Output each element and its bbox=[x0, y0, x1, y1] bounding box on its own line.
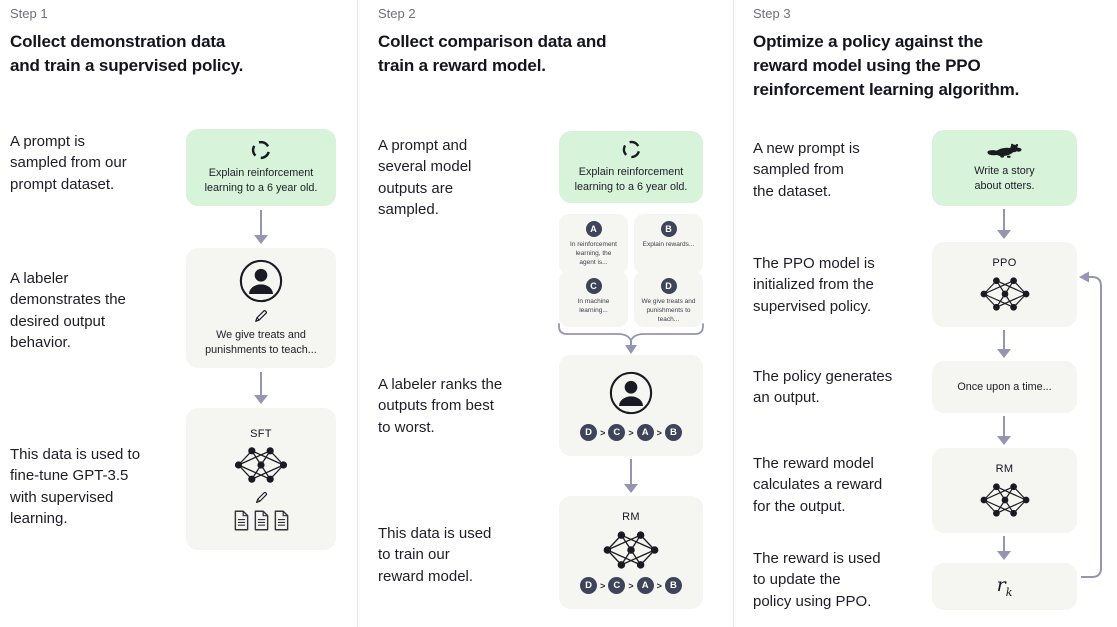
column-divider bbox=[733, 0, 734, 627]
down-arrow-icon bbox=[253, 210, 269, 244]
step-2-ranker-label: A labeler ranks the outputs from best to… bbox=[378, 376, 503, 436]
pencil-icon bbox=[254, 490, 269, 505]
pencil-icon bbox=[253, 308, 269, 324]
output-badge-b: B bbox=[660, 221, 677, 237]
network-icon bbox=[234, 445, 288, 485]
output-text-b: Explain rewards... bbox=[642, 241, 695, 248]
output-text-a: In reinforcement learning, the agent is.… bbox=[570, 241, 617, 266]
output-text-d: We give treats and punishments to teach.… bbox=[641, 298, 696, 323]
labeler-demo-text: We give treats and punishments to teach.… bbox=[205, 329, 317, 356]
step-3-label: Step 3 bbox=[753, 6, 791, 21]
network-icon bbox=[603, 529, 659, 571]
rank-badge: D bbox=[580, 577, 598, 594]
rm-title: RM bbox=[995, 462, 1014, 475]
sample-icon bbox=[250, 139, 272, 161]
rank-badge: B bbox=[664, 424, 682, 441]
reward-model-box: RM bbox=[932, 448, 1077, 533]
step-3-reward-label: The reward model calculates a reward for… bbox=[753, 455, 883, 515]
sft-model-box: SFT bbox=[186, 408, 336, 550]
step-2-title: Collect comparison data and train a rewa… bbox=[378, 32, 607, 76]
step-3-init-label: The PPO model is initialized from the su… bbox=[753, 255, 875, 315]
rank-badge: A bbox=[636, 577, 654, 594]
rank-badge: D bbox=[580, 424, 598, 441]
down-arrow-icon bbox=[996, 416, 1012, 445]
otter-icon bbox=[986, 142, 1024, 159]
step-3-prompt-label: A new prompt is sampled from the dataset… bbox=[753, 140, 860, 200]
rank-badge: C bbox=[608, 577, 626, 594]
network-icon bbox=[980, 481, 1030, 519]
prompt-text: Explain reinforcement learning to a 6 ye… bbox=[204, 167, 318, 194]
output-text-c: In machine learning... bbox=[577, 298, 610, 314]
labeler-icon bbox=[238, 258, 284, 304]
output-badge-d: D bbox=[660, 278, 677, 294]
rank-separator: > bbox=[656, 580, 662, 591]
step-2-label: Step 2 bbox=[378, 6, 416, 21]
down-arrow-icon bbox=[996, 209, 1012, 239]
step-1-labeler-box: We give treats and punishments to teach.… bbox=[186, 248, 336, 368]
step-3-title: Optimize a policy against the reward mod… bbox=[753, 32, 1020, 100]
feedback-loop-arrow bbox=[1079, 271, 1102, 578]
policy-output-box: Once upon a time... bbox=[932, 361, 1077, 413]
step-2-prompt-box: Explain reinforcement learning to a 6 ye… bbox=[559, 131, 703, 203]
document-icon bbox=[233, 510, 250, 531]
output-card-a: A In reinforcement learning, the agent i… bbox=[559, 214, 628, 274]
rm-title: RM bbox=[622, 511, 640, 523]
network-icon bbox=[980, 275, 1030, 313]
step-1-labeler-label: A labeler demonstrates the desired outpu… bbox=[10, 270, 126, 352]
rank-badge: B bbox=[664, 577, 682, 594]
rank-separator: > bbox=[628, 427, 634, 438]
step-3-prompt-box: Write a story about otters. bbox=[932, 130, 1077, 206]
rank-separator: > bbox=[600, 580, 606, 591]
step-3-update-label: The reward is used to update the policy … bbox=[753, 550, 881, 610]
ranking-order: D > C > A > B bbox=[580, 424, 682, 441]
step-1-finetune-label: This data is used to fine-tune GPT-3.5 w… bbox=[10, 446, 141, 528]
down-arrow-icon bbox=[253, 372, 269, 404]
rank-separator: > bbox=[656, 427, 662, 438]
step-1-label: Step 1 bbox=[10, 6, 48, 21]
sft-title: SFT bbox=[250, 427, 272, 440]
output-badge-a: A bbox=[585, 221, 602, 237]
step-1-prompt-box: Explain reinforcement learning to a 6 ye… bbox=[186, 129, 336, 206]
sample-icon bbox=[621, 139, 642, 160]
document-icon bbox=[253, 510, 270, 531]
ranking-box: D > C > A > B bbox=[559, 355, 703, 456]
documents-icon bbox=[233, 510, 290, 531]
ranking-order: D > C > A > B bbox=[580, 577, 682, 594]
column-divider bbox=[357, 0, 358, 627]
ppo-model-box: PPO bbox=[932, 242, 1077, 327]
prompt-text: Write a story about otters. bbox=[974, 165, 1035, 192]
merge-brace-icon bbox=[558, 323, 704, 354]
step-2-train-label: This data is used to train our reward mo… bbox=[378, 525, 492, 585]
step-2-prompt-label: A prompt and several model outputs are s… bbox=[378, 137, 472, 219]
reward-model-box: RM D > C > A > B bbox=[559, 496, 703, 609]
labeler-icon bbox=[608, 370, 654, 416]
reward-value: rk bbox=[996, 574, 1013, 599]
policy-output-text: Once upon a time... bbox=[957, 380, 1052, 393]
step-3-generate-label: The policy generates an output. bbox=[753, 368, 893, 407]
rank-separator: > bbox=[600, 427, 606, 438]
down-arrow-icon bbox=[623, 459, 639, 493]
step-1-title: Collect demonstration data and train a s… bbox=[10, 32, 244, 76]
step-1-prompt-label: A prompt is sampled from our prompt data… bbox=[10, 133, 127, 193]
rank-badge: A bbox=[636, 424, 654, 441]
output-badge-c: C bbox=[585, 278, 602, 294]
rank-separator: > bbox=[628, 580, 634, 591]
rank-badge: C bbox=[608, 424, 626, 441]
output-card-c: C In machine learning... bbox=[559, 271, 628, 327]
output-card-d: D We give treats and punishments to teac… bbox=[634, 271, 703, 327]
down-arrow-icon bbox=[996, 330, 1012, 358]
reward-value-box: rk bbox=[932, 563, 1077, 610]
prompt-text: Explain reinforcement learning to a 6 ye… bbox=[574, 166, 688, 193]
ppo-title: PPO bbox=[992, 256, 1017, 269]
output-card-b: B Explain rewards... bbox=[634, 214, 703, 274]
down-arrow-icon bbox=[996, 536, 1012, 560]
document-icon bbox=[273, 510, 290, 531]
